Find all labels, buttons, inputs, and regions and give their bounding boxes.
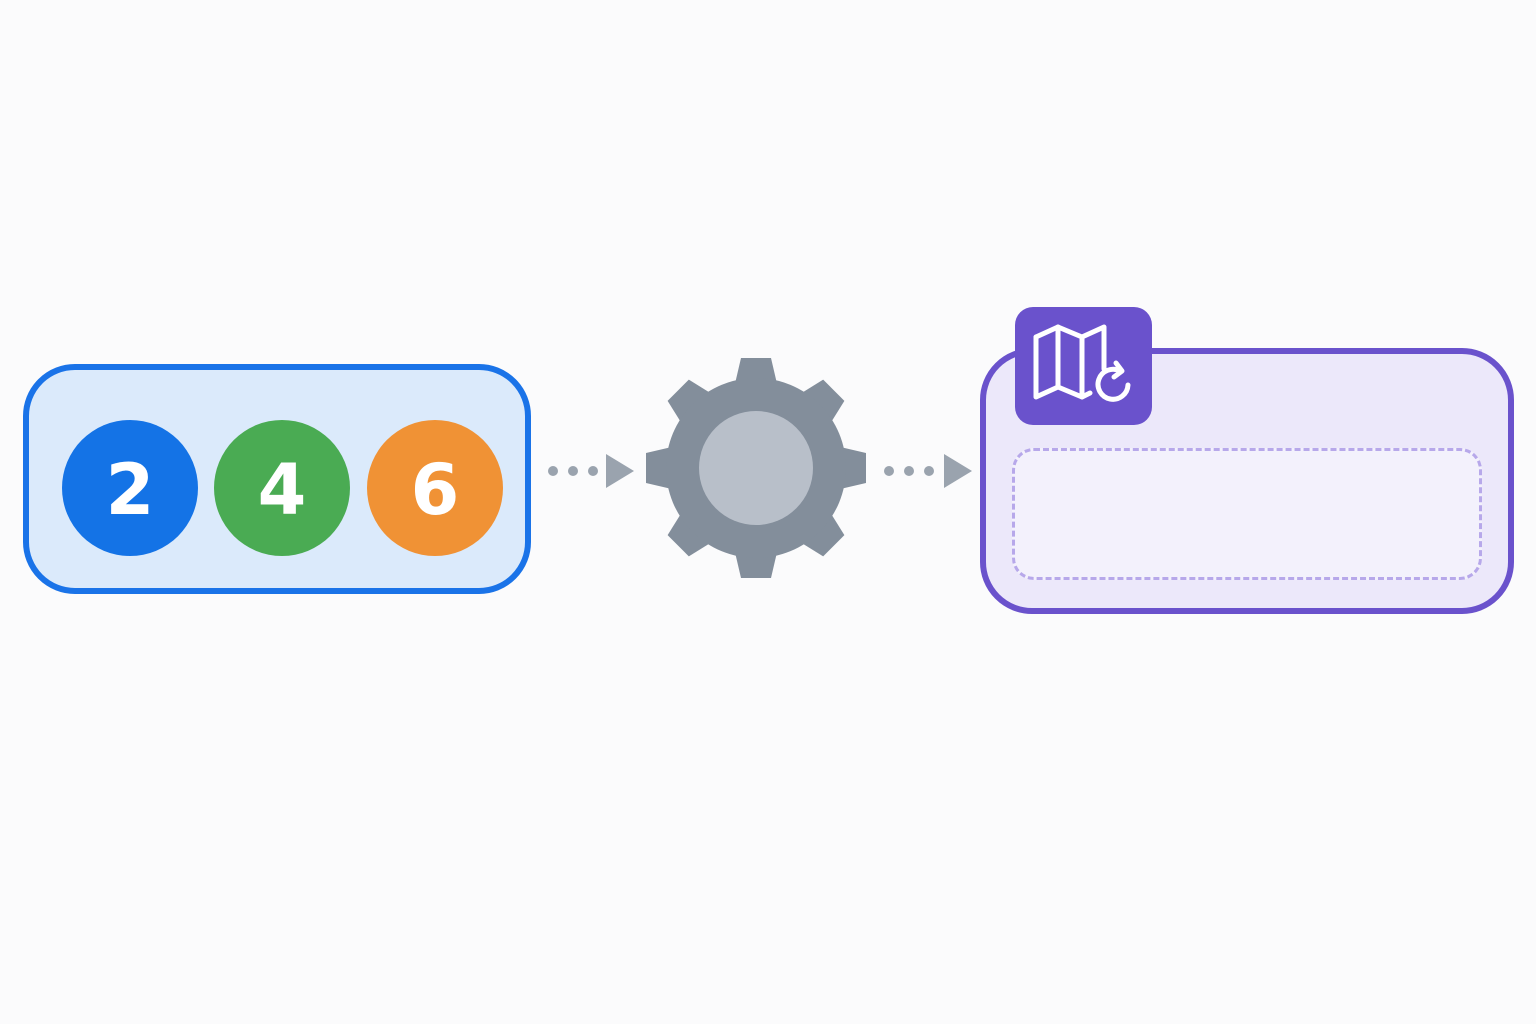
connector-arrow-input-to-process bbox=[548, 454, 634, 488]
input-item-6: 6 bbox=[367, 420, 503, 556]
map-refresh-badge bbox=[1015, 307, 1152, 425]
map-refresh-icon bbox=[1033, 324, 1130, 402]
gear-icon bbox=[646, 358, 866, 578]
empty-output-slot bbox=[1012, 448, 1482, 580]
input-item-4: 4 bbox=[214, 420, 350, 556]
input-item-2: 2 bbox=[62, 420, 198, 556]
connector-arrow-process-to-output bbox=[884, 454, 972, 488]
